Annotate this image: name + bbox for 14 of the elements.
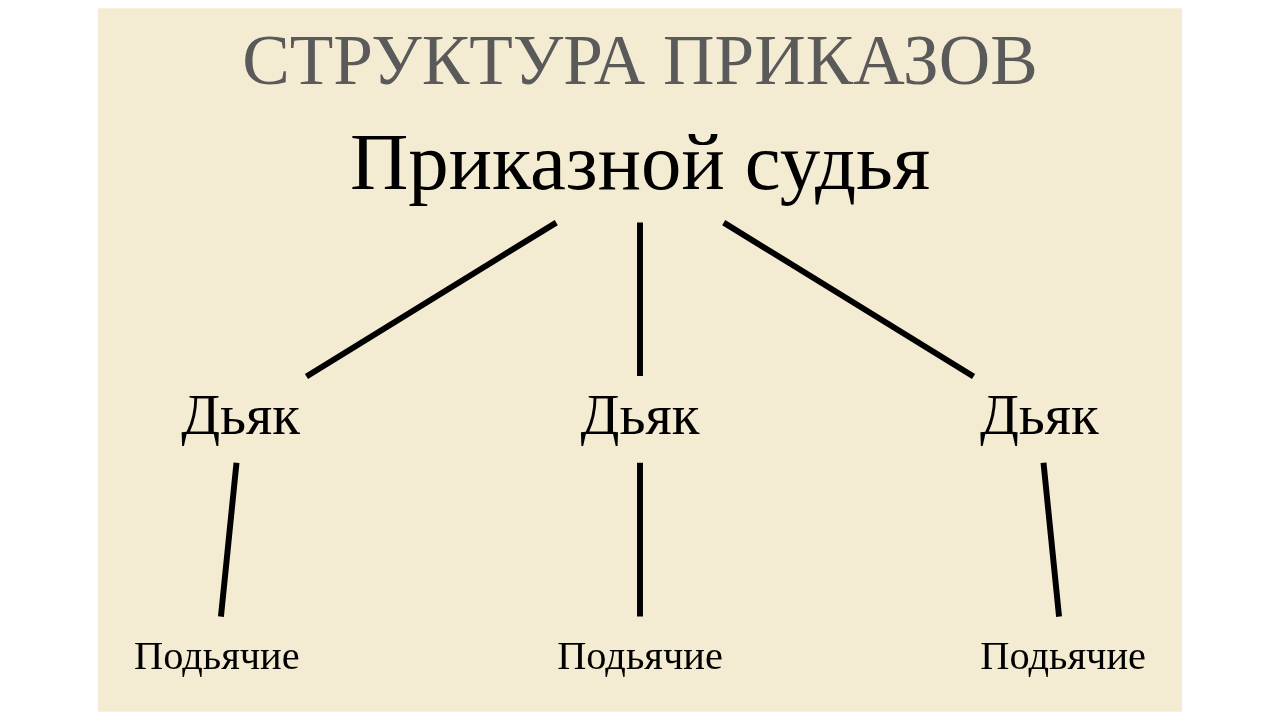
connector (304, 220, 558, 380)
connector (722, 220, 976, 380)
node-text: Дьяк (580, 383, 700, 447)
node-text: Дьяк (979, 383, 1099, 447)
node-text: Подьячие (557, 633, 723, 679)
node-text: Подьячие (134, 633, 300, 679)
node-text: Приказной судья (349, 117, 931, 207)
node-text: Подьячие (980, 633, 1146, 679)
connector (637, 462, 643, 617)
node-text: Дьяк (181, 383, 301, 447)
connector (637, 222, 643, 377)
connector (218, 462, 240, 617)
diagram-title: СТРУКТУРА ПРИКАЗОВ (242, 20, 1038, 100)
connector (1040, 462, 1062, 617)
